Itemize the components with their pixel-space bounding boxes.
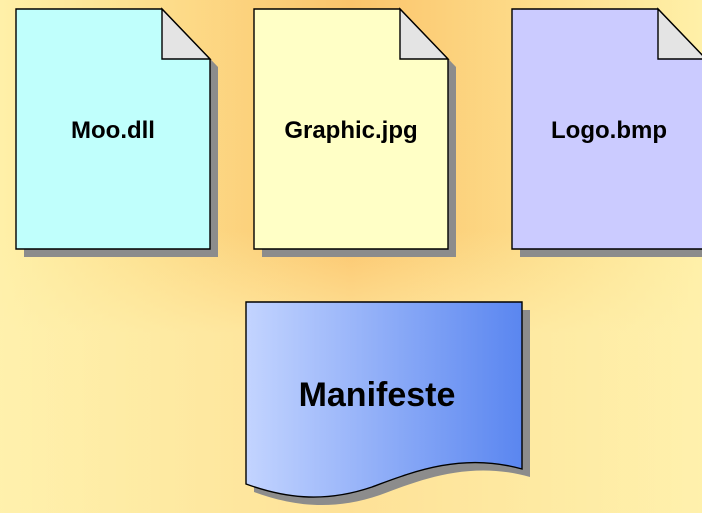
file-name: Moo.dll xyxy=(71,117,155,144)
file-name: Graphic.jpg xyxy=(284,117,417,144)
file-dog-ear xyxy=(399,7,450,60)
file-name: Logo.bmp xyxy=(551,117,667,144)
file-body xyxy=(15,8,211,250)
file-body xyxy=(511,8,702,250)
file-dog-ear xyxy=(657,7,702,60)
file-document-logo: Logo.bmp xyxy=(511,7,702,257)
manifest-body xyxy=(245,301,523,498)
file-document-moo: Moo.dll xyxy=(15,7,218,257)
manifest-label: Manifeste xyxy=(299,376,456,414)
file-dog-ear xyxy=(161,7,212,60)
file-body xyxy=(253,8,449,250)
manifest-document: Manifeste xyxy=(245,301,530,506)
file-document-graphic: Graphic.jpg xyxy=(253,7,456,257)
